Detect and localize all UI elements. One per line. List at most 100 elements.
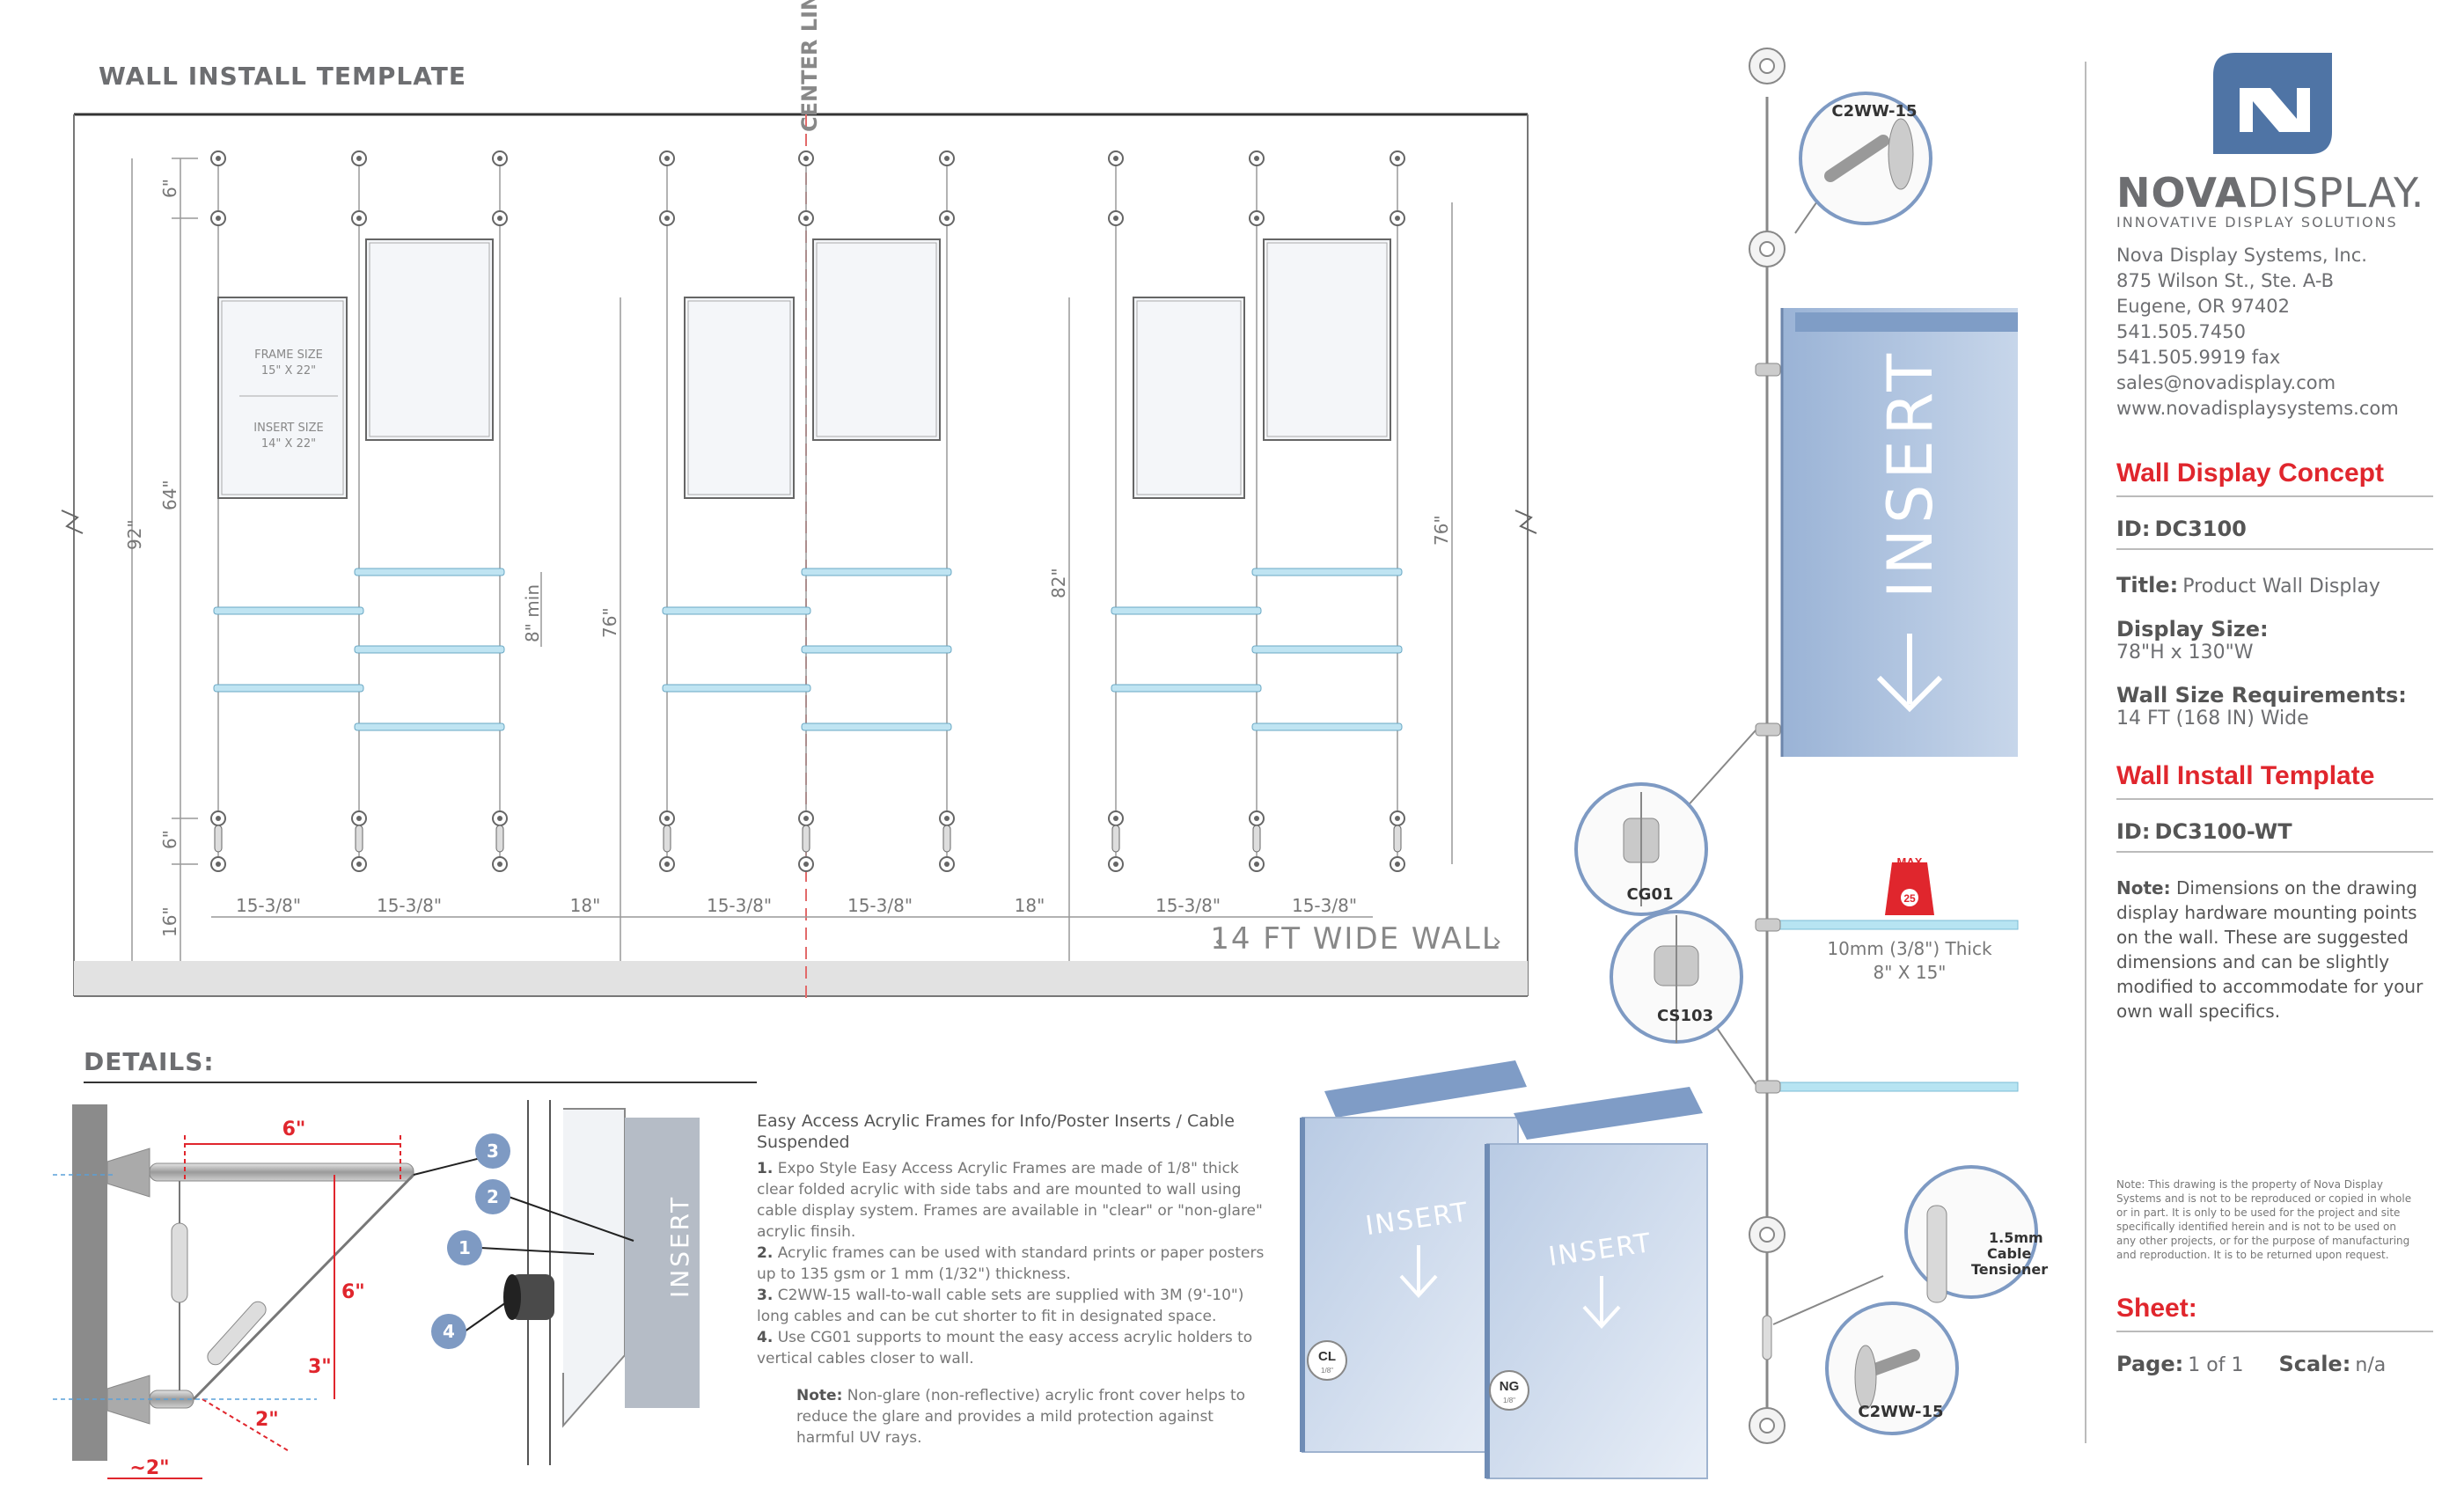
nova-logo-icon [2213,53,2332,154]
wall-anchor-dot [1395,156,1400,161]
glass-shelf [801,722,952,731]
glass-shelf [1251,568,1403,576]
details-note: Note: Non-glare (non-reflective) acrylic… [796,1387,1246,1447]
dim-82: 82" [1048,568,1069,598]
wall-anchor-dot [497,862,502,867]
install-note: Note: Dimensions on the drawing display … [2116,877,2424,1022]
detail-insert-word: INSERT [665,1195,694,1298]
wall-anchor-dot [944,156,950,161]
wall-anchor-dot [1113,816,1118,821]
install-heading: Wall Install Template [2116,761,2375,790]
dim-64: 64" [159,480,180,510]
wall-anchor-dot [497,816,502,821]
callout-number-3: 3 [487,1140,499,1162]
glass-shelf [213,684,364,693]
frames-and-shelves [213,238,1403,731]
wall-anchor-dot [944,862,950,867]
callout-circle [447,1230,482,1265]
display-size-value: 78"H x 130"W [2116,642,2254,664]
svg-text:8" X 15": 8" X 15" [1874,962,1947,983]
acrylic-frame-left [217,297,348,499]
sheet-heading: Sheet: [2116,1294,2197,1323]
wall-anchor-dot [356,816,362,821]
glass-shelf [662,606,811,615]
glass-shelf [1251,645,1403,654]
dim-16: 16" [159,906,180,937]
wall-anchor-dot [216,216,221,221]
wall-anchor-dot [944,816,950,821]
email-link[interactable]: sales@novadisplay.com [2116,372,2336,393]
wall-anchor-dot [1254,862,1259,867]
dim-w2: 15-3/8" [377,895,442,916]
tensioner [495,825,504,853]
glass-shelf [662,684,811,693]
dim-92: 92" [124,519,145,550]
callout-number-4: 4 [443,1321,455,1342]
dim-w4: 15-3/8" [707,895,772,916]
website-link[interactable]: www.novadisplaysystems.com [2116,398,2399,419]
c2ww-bottom-label: C2WW-15 [1858,1403,1943,1421]
company-address: Nova Display Systems, Inc. 875 Wilson St… [2116,243,2433,422]
svg-text:MAX: MAX [1897,855,1923,869]
dim-6-top: 6" [159,179,180,198]
details-drawing: 6" 6" 3" 2" ~2" INSERT [53,1082,757,1479]
acrylic-frame-right [365,238,494,441]
callout-leader [508,1196,634,1242]
wall-anchor-dot [803,862,809,867]
wall-template-title: WALL INSTALL TEMPLATE [99,62,466,91]
wall-anchor-dot [803,216,809,221]
acrylic-frame-right [812,238,941,441]
dim-76-left: 76" [599,607,620,638]
wall-anchor-dot [1395,816,1400,821]
detail-dim-approx2: ~2" [129,1457,169,1479]
wall-anchor-dot [497,216,502,221]
glass-shelf [354,722,505,731]
wall-anchor-dot [1254,216,1259,221]
wall-anchor-dot [664,156,670,161]
dim-8-min: 8" min [522,584,543,642]
callout-circle [431,1314,466,1349]
wall-anchor-dot [1254,156,1259,161]
detail-dim-6: 6" [282,1118,306,1140]
dim-76-right: 76" [1431,515,1452,546]
ng-badge: NG [1500,1379,1520,1394]
wall-anchor-dot [1395,862,1400,867]
tensioner [1393,825,1402,853]
svg-text:INSERT SIZE: INSERT SIZE [253,422,323,435]
cg01-label: CG01 [1626,885,1673,904]
details-text: Easy Access Acrylic Frames for Info/Post… [757,1111,1267,1448]
callout-leader [480,1247,595,1255]
wall-anchor-dot [1254,816,1259,821]
details-item-3: 3. C2WW-15 wall-to-wall cable sets are s… [757,1287,1244,1325]
cl-badge: CL [1318,1349,1336,1364]
install-id: ID: DC3100-WT [2116,819,2292,844]
title-block: NOVADISPLAY. INNOVATIVE DISPLAY SOLUTION… [2116,53,2433,1376]
concept-heading: Wall Display Concept [2116,458,2384,488]
tensioner [355,825,363,853]
wall-anchor-dot [664,862,670,867]
acrylic-frame-left [684,297,795,499]
hardware-strip: INSERT MAX 25 10mm (3/8") Thick 8" X 15" [1676,48,2019,1444]
wall-anchor-dot [944,216,950,221]
detail-dim-3: 3" [308,1356,332,1378]
display-size-label: Display Size: [2116,617,2269,642]
wall-anchor-dot [216,156,221,161]
svg-text:1/8": 1/8" [1321,1367,1333,1375]
wall-anchor-dot [1395,216,1400,221]
tensioner [1252,825,1261,853]
details-title: DETAILS: [84,1047,215,1076]
wall-anchor-dot [803,816,809,821]
wall-anchor-dot [803,156,809,161]
details-item-4: 4. Use CG01 supports to mount the easy a… [757,1329,1253,1368]
dim-w5: 15-3/8" [847,895,913,916]
glass-shelf [354,568,505,576]
callout-leader [464,1300,510,1332]
callout-circle [475,1133,510,1169]
svg-text:15" X 22": 15" X 22" [261,364,316,378]
concept-title: Title: Product Wall Display [2116,573,2380,598]
wall-anchor-dot [497,156,502,161]
tensioner [802,825,810,853]
